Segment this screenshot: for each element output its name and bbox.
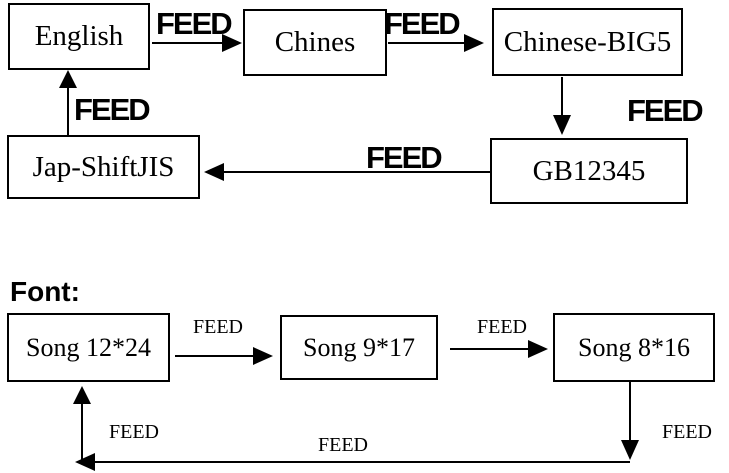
- edge-label-jap-english: FEED: [74, 92, 151, 127]
- node-english: English: [8, 3, 150, 70]
- node-chines: Chines: [243, 9, 387, 76]
- node-song-9x17: Song 9*17: [280, 315, 438, 380]
- arrow-9x17-to-8x16-head: [528, 340, 548, 358]
- edge-label-9x17-8x16: FEED: [477, 316, 527, 338]
- edge-label-gb-jap: FEED: [366, 140, 443, 175]
- arrow-gb-to-jap-line: [222, 171, 490, 173]
- edge-label-12x24-9x17: FEED: [193, 316, 243, 338]
- arrow-english-to-chines-head: [222, 34, 242, 52]
- edge-label-return-center: FEED: [318, 434, 368, 456]
- arrow-8x16-return-down-head: [621, 440, 639, 460]
- arrow-jap-to-english-line: [67, 86, 69, 135]
- arrow-big5-to-gb-head: [553, 115, 571, 135]
- font-section-label: Font:: [10, 276, 80, 307]
- edge-label-return-right: FEED: [662, 421, 712, 443]
- edge-label-big5-gb: FEED: [627, 93, 704, 128]
- node-gb12345: GB12345: [490, 138, 688, 204]
- arrow-12x24-to-9x17-head: [253, 347, 273, 365]
- arrow-12x24-to-9x17-line: [175, 355, 255, 357]
- node-jap-shiftjis: Jap-ShiftJIS: [7, 135, 200, 199]
- edge-label-chines-big5: FEED: [384, 6, 461, 41]
- arrow-gb-to-jap-head: [204, 163, 224, 181]
- arrow-9x17-to-8x16-line: [450, 348, 530, 350]
- arrow-chines-to-big5-line: [388, 42, 466, 44]
- arrow-8x16-return-down-line: [629, 382, 631, 442]
- arrow-return-to-12x24-up-head: [73, 386, 91, 404]
- node-chinese-big5: Chinese-BIG5: [492, 8, 683, 76]
- edge-label-return-left: FEED: [109, 421, 159, 443]
- arrow-8x16-return-horizontal-line: [93, 461, 630, 463]
- node-song-12x24: Song 12*24: [7, 313, 170, 382]
- arrow-big5-to-gb-line: [561, 77, 563, 117]
- arrow-chines-to-big5-head: [464, 34, 484, 52]
- node-song-8x16: Song 8*16: [553, 313, 715, 382]
- arrow-8x16-return-left-head: [75, 453, 95, 471]
- edge-label-english-chines: FEED: [156, 6, 233, 41]
- arrow-return-to-12x24-up-line: [81, 402, 83, 462]
- arrow-jap-to-english-head: [59, 70, 77, 88]
- arrow-english-to-chines-line: [152, 42, 224, 44]
